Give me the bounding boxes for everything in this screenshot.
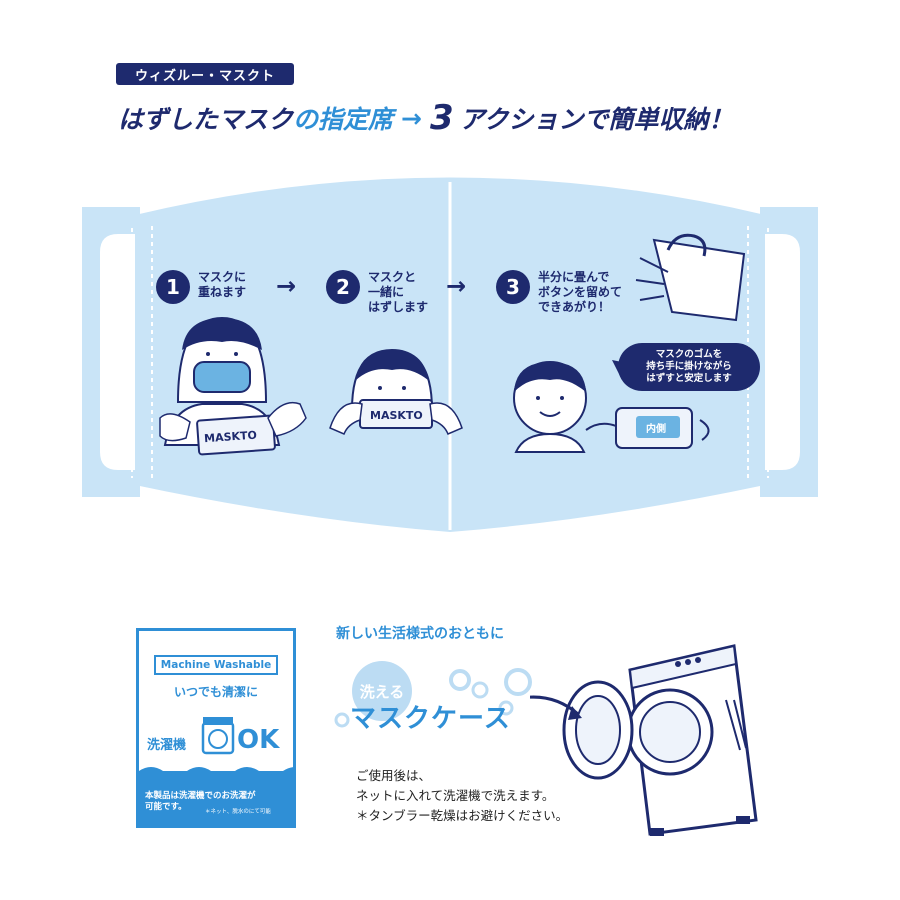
- step-arrow-2: →: [446, 272, 467, 300]
- step-2-line3: はずします: [368, 300, 429, 314]
- step-3-line2: ボタンを留めて: [538, 285, 623, 299]
- headline-arrow: →: [401, 103, 422, 133]
- mask-case-title: マスクケース: [350, 704, 511, 734]
- machine-washable-badge: Machine Washable いつでも清潔に 洗濯機 OK 本製品は洗濯機で…: [136, 628, 296, 828]
- promo-subtitle: 新しい生活様式のおともに: [336, 626, 504, 642]
- washable-note-line2: 可能です。: [145, 802, 187, 812]
- step-1-line1: マスクに: [198, 270, 247, 284]
- right-ear-loop: [760, 207, 818, 497]
- step3-illustration: [513, 233, 746, 453]
- step2-case-label: MASKTO: [370, 409, 423, 422]
- washable-footnote: ＊ネット、脱水のにて可能: [205, 809, 271, 815]
- step-3-number: 3: [496, 270, 530, 304]
- tip-line2: 持ち手に掛けながら: [646, 361, 732, 372]
- step-2: 2 マスクと 一緒に はずします: [326, 270, 428, 315]
- headline-part2: の指定席: [293, 105, 394, 134]
- headline-part1: はずしたマスク: [118, 105, 294, 134]
- tip-line1: マスクのゴムを: [655, 349, 723, 360]
- washable-note-line1b: でのお洗濯が: [204, 791, 256, 801]
- step-1-number: 1: [156, 270, 190, 304]
- tip-line3: はずすと安定します: [646, 373, 732, 384]
- step-3-line1: 半分に畳んで: [538, 270, 610, 284]
- usage-instructions: ご使用後は、 ネットに入れて洗濯機で洗えます。 ＊タンブラー乾燥はお避けください…: [356, 766, 568, 826]
- usage-line1: ご使用後は、: [356, 768, 432, 783]
- step-arrow-1: →: [276, 272, 297, 300]
- step1-case-label: MASKTO: [204, 429, 258, 446]
- always-clean-text: いつでも清潔に: [173, 685, 258, 699]
- headline: はずしたマスク の指定席 → 3 アクションで簡単収納！: [118, 96, 818, 140]
- step-1-text: マスクに 重ねます: [198, 270, 246, 300]
- step-1-line2: 重ねます: [198, 285, 247, 299]
- step-2-line1: マスクと: [368, 270, 417, 284]
- step2-illustration: [329, 348, 463, 435]
- washable-note: 本製品は洗濯機でのお洗濯が 可能です。: [145, 791, 295, 813]
- step-3-line3: できあがり！: [538, 300, 611, 314]
- step-1: 1 マスクに 重ねます: [156, 270, 246, 304]
- wave-edge: [139, 767, 293, 775]
- machine-washable-label: Machine Washable: [154, 655, 278, 675]
- bubbles-decoration: [334, 668, 532, 728]
- usage-line2: ネットに入れて洗濯機で洗えます。: [356, 788, 555, 803]
- wave-band: [139, 771, 293, 828]
- step-2-line2: 一緒に: [368, 285, 405, 299]
- step-3: 3 半分に畳んで ボタンを留めて できあがり！: [496, 270, 622, 315]
- tip-bubble: マスクのゴムを 持ち手に掛けながら はずすと安定します: [618, 343, 760, 391]
- step-2-text: マスクと 一緒に はずします: [368, 270, 428, 315]
- washing-machine-icon: [201, 717, 235, 755]
- usage-line3: ＊タンブラー乾燥はお避けください。: [356, 808, 569, 823]
- washable-note-line1a: 本製品は洗濯機: [145, 791, 205, 801]
- left-ear-loop: [82, 207, 140, 497]
- brand-tag: ウィズルー・マスクト: [116, 63, 294, 85]
- headline-number: 3: [429, 98, 454, 138]
- washing-machine-illustration: [530, 644, 758, 836]
- step-2-number: 2: [326, 270, 360, 304]
- washing-machine-text: 洗濯機: [147, 738, 187, 753]
- inner-side-label: 内側: [646, 422, 666, 435]
- headline-part3: アクションで簡単収納！: [459, 105, 734, 134]
- ok-text: OK: [237, 725, 280, 755]
- step-3-text: 半分に畳んで ボタンを留めて できあがり！: [538, 270, 622, 315]
- step1-illustration: [159, 316, 307, 456]
- washable-circle: 洗える: [352, 661, 412, 721]
